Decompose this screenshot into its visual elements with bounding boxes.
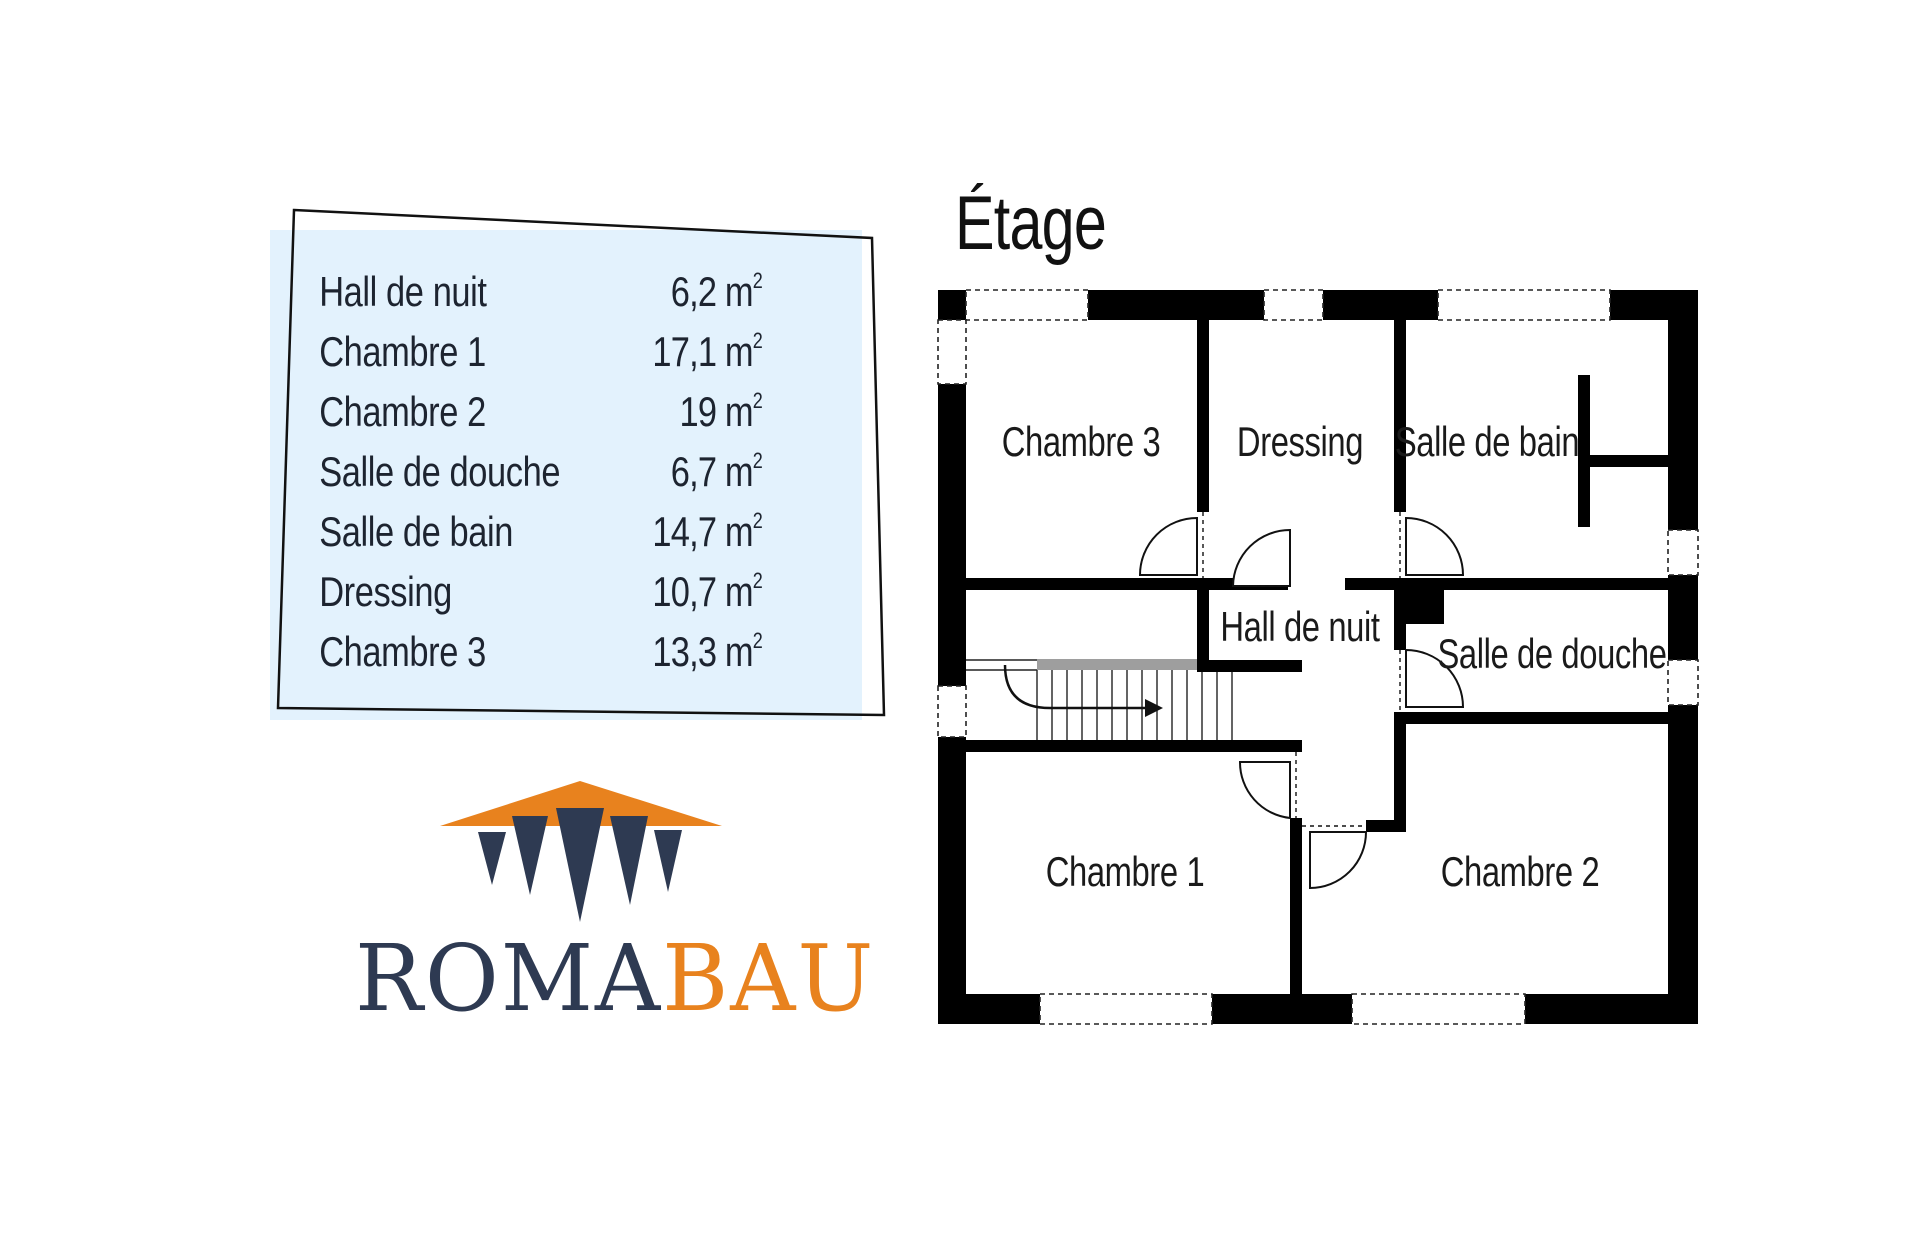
area-value: 13,3 m2 xyxy=(652,628,762,675)
area-value: 17,1 m2 xyxy=(652,328,762,375)
interior-walls xyxy=(966,320,1668,994)
area-row: Salle de douche 6,7 m2 xyxy=(270,440,763,500)
wall xyxy=(1668,575,1698,660)
wall xyxy=(1394,624,1406,650)
room-label-salle-de-douche: Salle de douche xyxy=(1437,630,1667,677)
area-table: Hall de nuit 6,2 m2 Chambre 1 17,1 m2 Ch… xyxy=(270,230,870,720)
window xyxy=(1039,993,1213,1025)
area-table-border xyxy=(276,208,886,717)
wall xyxy=(938,290,966,320)
wall xyxy=(1197,590,1209,670)
wall xyxy=(1212,994,1352,1024)
logo-roof xyxy=(440,781,722,826)
door xyxy=(1405,516,1465,576)
wall xyxy=(1366,820,1406,832)
wall xyxy=(1394,320,1406,512)
wall xyxy=(1406,712,1668,724)
room-label-chambre-2: Chambre 2 xyxy=(1440,848,1600,895)
area-row: Dressing 10,7 m2 xyxy=(270,560,763,620)
wall xyxy=(966,578,1288,590)
area-row: Chambre 1 17,1 m2 xyxy=(270,320,763,380)
area-name: Chambre 1 xyxy=(319,328,486,375)
wall xyxy=(1290,818,1302,994)
area-value: 19 m2 xyxy=(679,388,762,435)
wall xyxy=(1668,290,1698,530)
stair-landing xyxy=(1037,659,1197,670)
staircase xyxy=(966,659,1233,740)
door xyxy=(1138,516,1198,576)
area-row: Hall de nuit 6,2 m2 xyxy=(270,260,763,320)
logo-spikes xyxy=(478,808,682,922)
door xyxy=(1309,831,1368,890)
window xyxy=(965,289,1089,321)
area-value: 6,7 m2 xyxy=(670,448,763,495)
wall xyxy=(1197,320,1209,512)
door xyxy=(1231,528,1291,587)
door xyxy=(1405,648,1465,708)
windows xyxy=(937,289,1699,1025)
romabau-logo-text: ROMABAU xyxy=(355,925,875,1032)
wall xyxy=(1088,290,1264,320)
wall xyxy=(1394,712,1406,832)
area-name: Salle de douche xyxy=(319,448,561,495)
window xyxy=(1263,289,1324,321)
room-label-chambre-3: Chambre 3 xyxy=(1001,418,1161,465)
wall xyxy=(1668,705,1698,1024)
wall xyxy=(966,740,1302,752)
wall xyxy=(1197,660,1302,672)
area-name: Chambre 2 xyxy=(319,388,486,435)
logo-text-roma: ROMA xyxy=(355,925,663,1032)
wall xyxy=(1394,578,1444,624)
area-name: Salle de bain xyxy=(319,508,514,555)
stair-direction-arrow xyxy=(1003,664,1150,710)
area-value: 6,2 m2 xyxy=(670,268,763,315)
window xyxy=(937,319,967,385)
room-label-hall-de-nuit: Hall de nuit xyxy=(1220,603,1380,650)
arrow-head xyxy=(1145,699,1163,717)
logo-text-bau: BAU xyxy=(662,925,876,1032)
doors xyxy=(1138,512,1465,890)
area-row: Chambre 2 19 m2 xyxy=(270,380,763,440)
plan-title: Étage xyxy=(955,181,1107,266)
window xyxy=(1667,529,1699,576)
window xyxy=(937,685,967,738)
window xyxy=(1667,659,1699,706)
area-name: Chambre 3 xyxy=(319,628,486,675)
exterior-walls xyxy=(938,290,1698,1024)
area-value: 14,7 m2 xyxy=(652,508,762,555)
area-name: Hall de nuit xyxy=(319,268,487,315)
room-label-chambre-1: Chambre 1 xyxy=(1045,848,1205,895)
wall xyxy=(1590,455,1668,467)
room-label-salle-de-bain: Salle de bain xyxy=(1394,418,1580,465)
window xyxy=(1351,993,1526,1025)
wall xyxy=(938,737,966,1024)
door xyxy=(1238,761,1291,820)
wall xyxy=(1323,290,1438,320)
wall xyxy=(1578,375,1590,527)
area-value: 10,7 m2 xyxy=(652,568,762,615)
room-label-dressing: Dressing xyxy=(1236,418,1364,465)
area-table-background xyxy=(270,230,862,720)
area-row: Salle de bain 14,7 m2 xyxy=(270,500,763,560)
area-row: Chambre 3 13,3 m2 xyxy=(270,620,763,680)
window xyxy=(1437,289,1611,321)
area-name: Dressing xyxy=(319,568,452,615)
wall xyxy=(938,384,966,686)
